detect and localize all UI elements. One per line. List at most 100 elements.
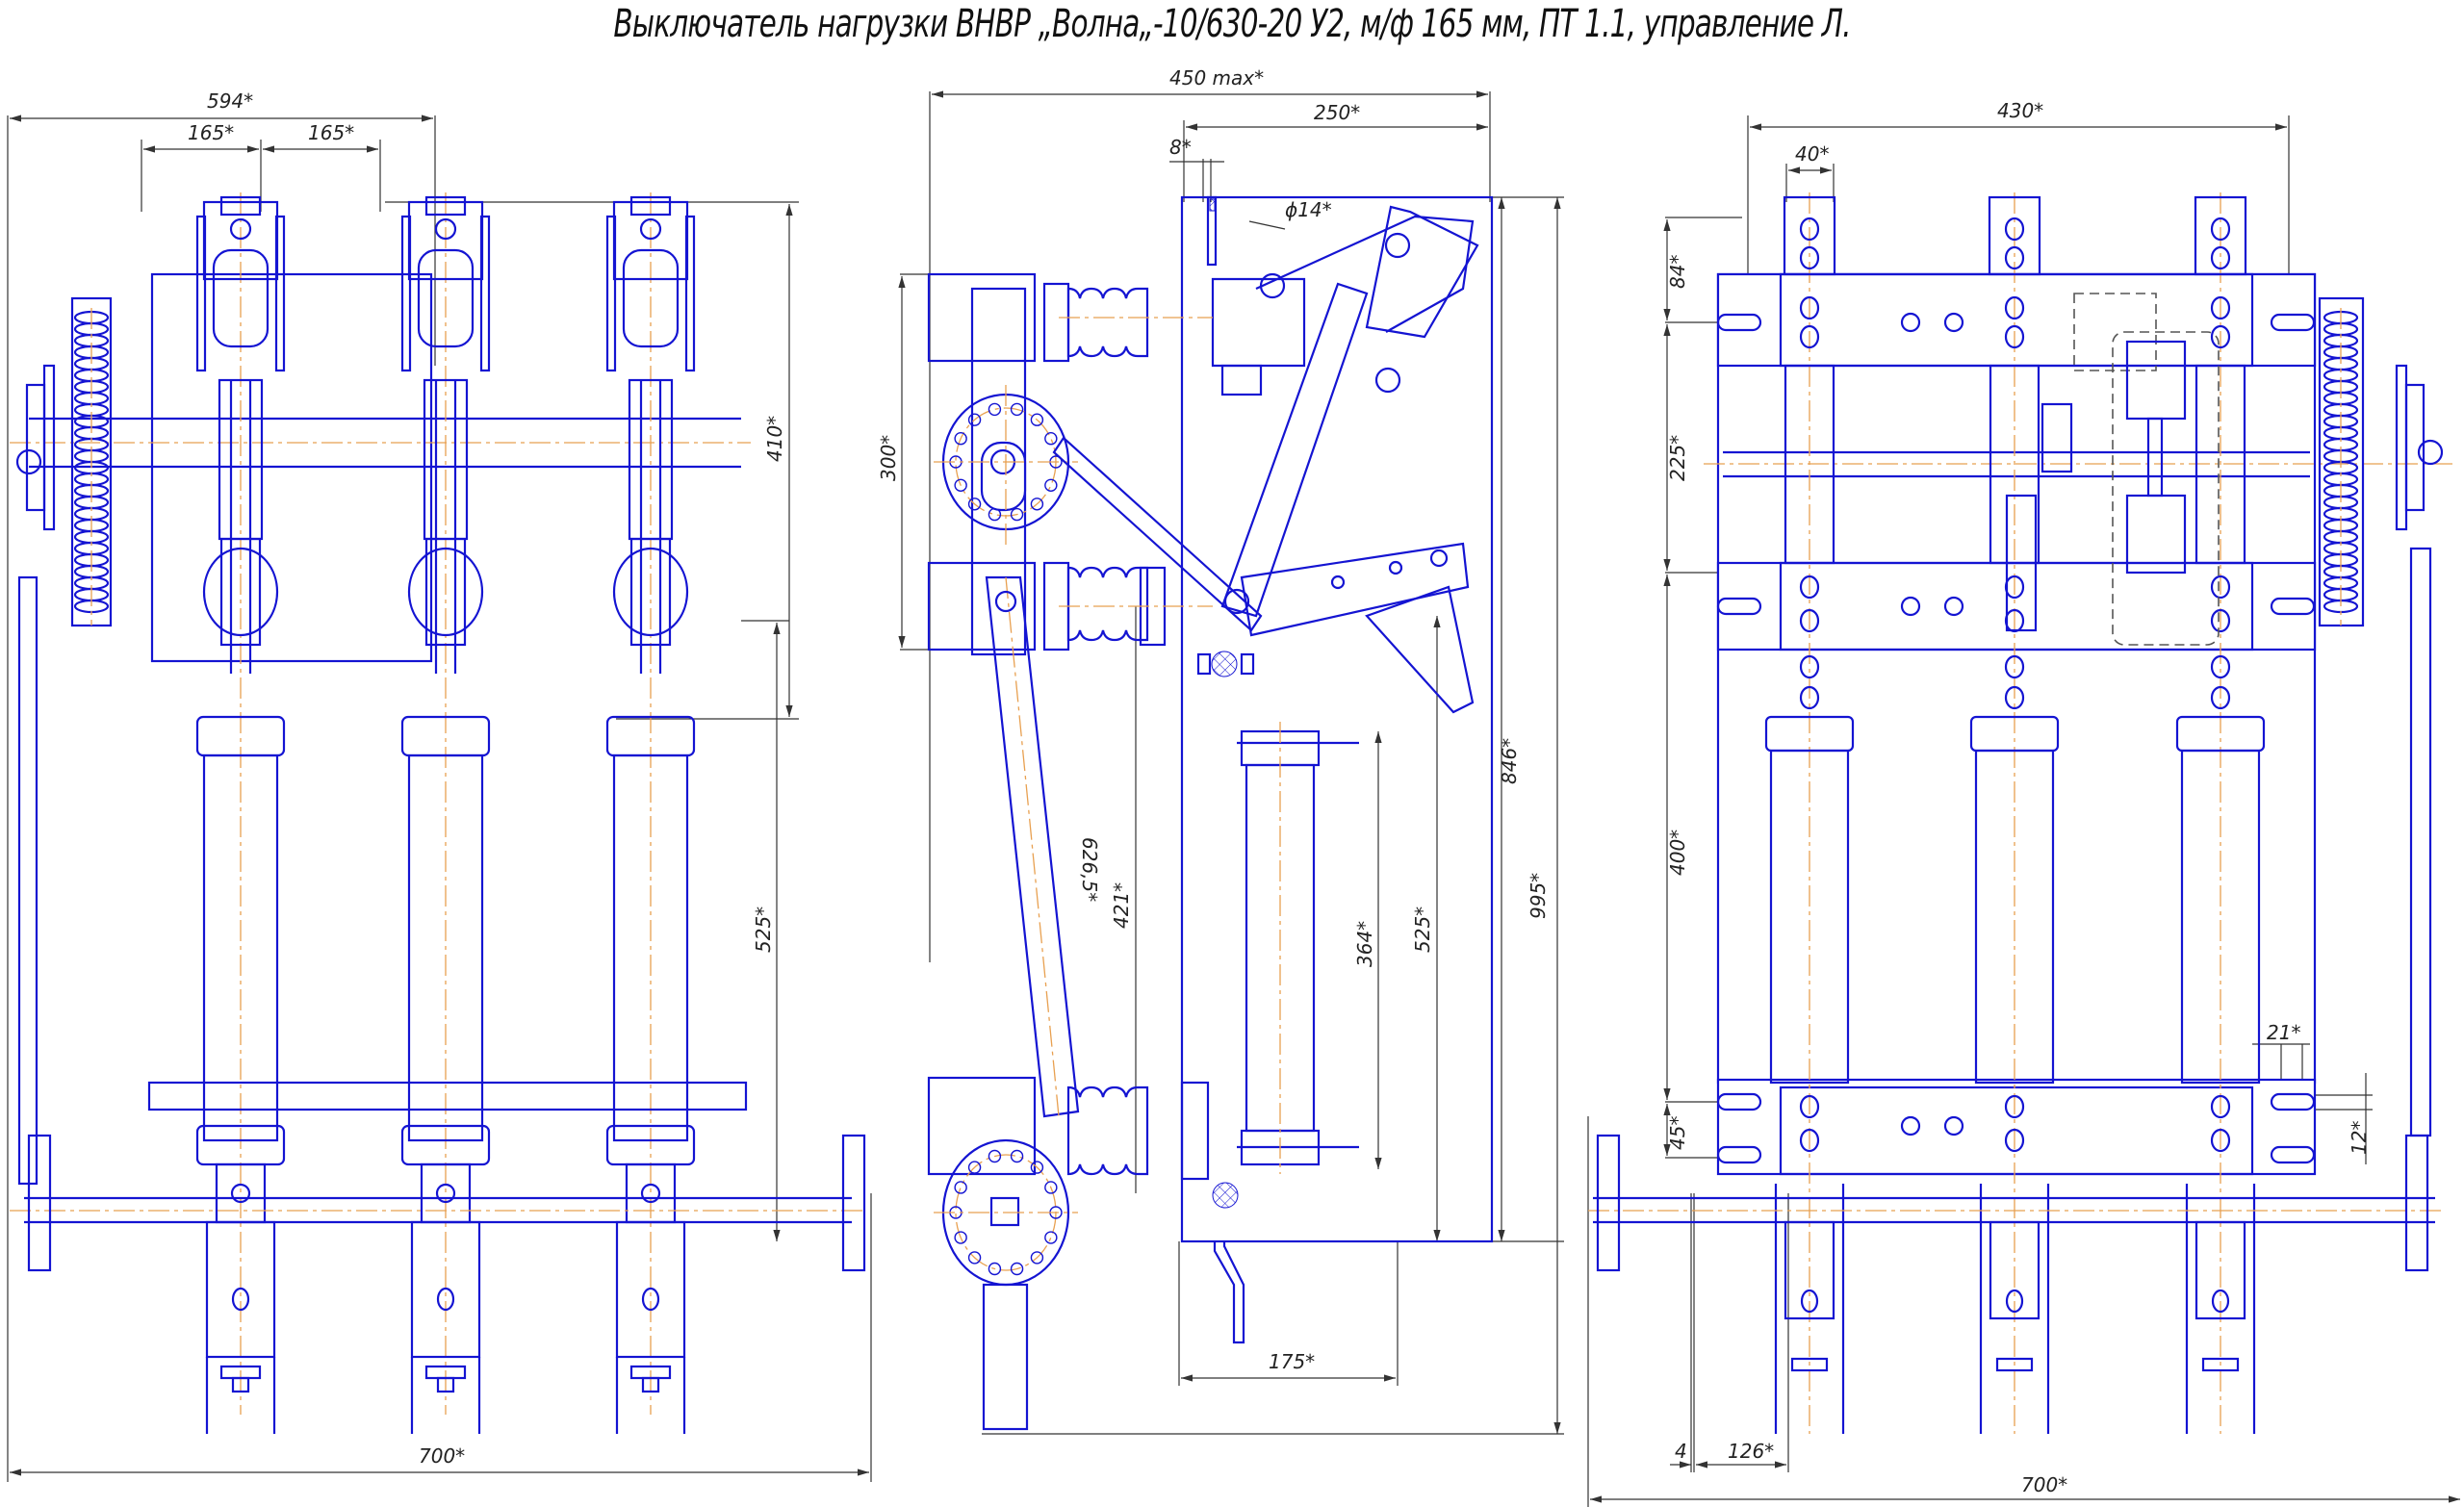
vacuum-chamber xyxy=(417,248,475,348)
side-top-bracket xyxy=(927,272,1037,363)
spring-clip xyxy=(436,1376,455,1393)
dim-pole-pitch-1: 165* xyxy=(188,121,234,144)
rear-left-end-disc xyxy=(1596,1134,1621,1272)
dim-rear-84: 84* xyxy=(1666,255,1689,289)
dim-side-995: 995* xyxy=(1527,873,1550,919)
disc-hole xyxy=(1030,1251,1044,1264)
bolt-hole xyxy=(2210,685,2231,710)
dim-side-450max: 450 max* xyxy=(1169,66,1264,89)
bolt-hole xyxy=(2004,685,2025,710)
dim-rear-4: 4 xyxy=(1675,1440,1687,1463)
disc-hole xyxy=(1044,432,1058,446)
disc-hole xyxy=(988,1149,1002,1163)
rear-right-end-disc xyxy=(2404,1134,2429,1272)
dim-side-626-5: 626,5* xyxy=(1078,837,1101,902)
side-lower-disc xyxy=(934,1138,1078,1287)
rear-top-bracket xyxy=(2194,195,2247,276)
rear-insulator-body xyxy=(1769,749,1850,1085)
dim-side-8: 8* xyxy=(1169,136,1192,159)
dim-rear-700: 700* xyxy=(2021,1473,2067,1496)
terminal-bolt xyxy=(434,217,457,241)
vacuum-chamber xyxy=(622,248,680,348)
mounting-slot xyxy=(2270,1145,2316,1164)
disc-hole xyxy=(967,1161,982,1174)
mounting-slot xyxy=(1716,597,1762,616)
bolt-hole xyxy=(2210,575,2231,600)
rear-top-bracket xyxy=(1783,195,1836,276)
mounting-slot xyxy=(2270,1092,2316,1111)
side-knob-lower[interactable] xyxy=(1212,1182,1239,1209)
bolt-hole xyxy=(2004,1094,2025,1119)
front-poles xyxy=(195,192,696,1434)
dim-front-410: 410* xyxy=(763,416,786,462)
dim-rear-225: 225* xyxy=(1666,435,1689,481)
front-right-end-disc xyxy=(841,1134,866,1272)
front-left-spring xyxy=(15,296,113,627)
side-upper-insulator xyxy=(1042,282,1213,363)
bolt-hole xyxy=(2210,217,2231,242)
disc-hole xyxy=(967,498,982,511)
rear-terminal-block xyxy=(2005,494,2038,632)
rear-pole xyxy=(1969,192,2060,1434)
disc-hole xyxy=(954,432,967,446)
front-dimensions: 594* 165* 165* 410* 525* 700* xyxy=(7,89,872,1482)
rear-top-bracket xyxy=(1988,195,2041,276)
disc-hole xyxy=(988,1262,1002,1276)
disc-hole xyxy=(1044,1231,1058,1244)
side-long-rod xyxy=(985,575,1080,1118)
rear-poles xyxy=(1764,192,2266,1434)
beam-nut xyxy=(1943,596,1964,617)
side-lever xyxy=(1240,542,1470,637)
bolt-hole xyxy=(1799,1128,1820,1153)
front-view: 594* 165* 165* 410* 525* 700* xyxy=(7,89,872,1482)
disc-hole xyxy=(954,1181,967,1194)
disc-hole xyxy=(1010,1262,1024,1276)
bolt-hole xyxy=(2210,324,2231,349)
bolt-hole xyxy=(2210,1128,2231,1153)
dim-rear-12: 12* xyxy=(2348,1121,2371,1155)
disc-hole xyxy=(1030,498,1044,511)
bolt-hole xyxy=(1799,608,1820,633)
dim-pole-pitch-2: 165* xyxy=(308,121,354,144)
bolt-hole xyxy=(1799,295,1820,320)
side-link-rod xyxy=(1052,436,1263,632)
bolt-hole xyxy=(1799,685,1820,710)
bolt-hole xyxy=(2210,1094,2231,1119)
disc-hole xyxy=(967,1251,982,1264)
dim-side-364: 364* xyxy=(1353,921,1376,967)
rear-insulator-body xyxy=(2180,749,2261,1085)
spring-clip xyxy=(231,1376,250,1393)
front-pole xyxy=(605,192,696,1434)
insulator-body xyxy=(407,754,484,1142)
disc-hole xyxy=(1010,507,1024,522)
rear-aux-switch-block xyxy=(2005,293,2220,646)
rear-bottom-beam xyxy=(1716,1078,2317,1176)
pole-pivot xyxy=(202,547,279,637)
dim-rear-45: 45* xyxy=(1666,1116,1689,1150)
bolt-hole xyxy=(2210,608,2231,633)
mounting-slot xyxy=(1716,1092,1762,1111)
side-knob-upper[interactable] xyxy=(1211,651,1238,677)
dim-rear-430: 430* xyxy=(1997,99,2043,122)
bolt-hole xyxy=(2004,324,2025,349)
dim-rear-400: 400* xyxy=(1666,830,1689,876)
pole-pivot xyxy=(612,547,689,637)
spring-clip xyxy=(641,1376,660,1393)
terminal-bolt xyxy=(229,217,252,241)
bolt-hole xyxy=(1799,1094,1820,1119)
dim-side-846: 846* xyxy=(1498,738,1521,784)
bolt-hole xyxy=(1799,575,1820,600)
bolt-hole xyxy=(2210,654,2231,679)
disc-hole xyxy=(1044,478,1058,492)
bolt-hole xyxy=(2004,295,2025,320)
mounting-slot xyxy=(2270,597,2316,616)
disc-hole xyxy=(988,402,1002,417)
front-side-plate xyxy=(17,575,38,1186)
dim-front-width-700: 700* xyxy=(419,1444,465,1468)
front-pole xyxy=(400,192,491,1434)
insulator-body xyxy=(612,754,689,1142)
bolt-hole xyxy=(2004,217,2025,242)
bolt-hole xyxy=(2210,295,2231,320)
dim-front-525: 525* xyxy=(752,907,775,953)
